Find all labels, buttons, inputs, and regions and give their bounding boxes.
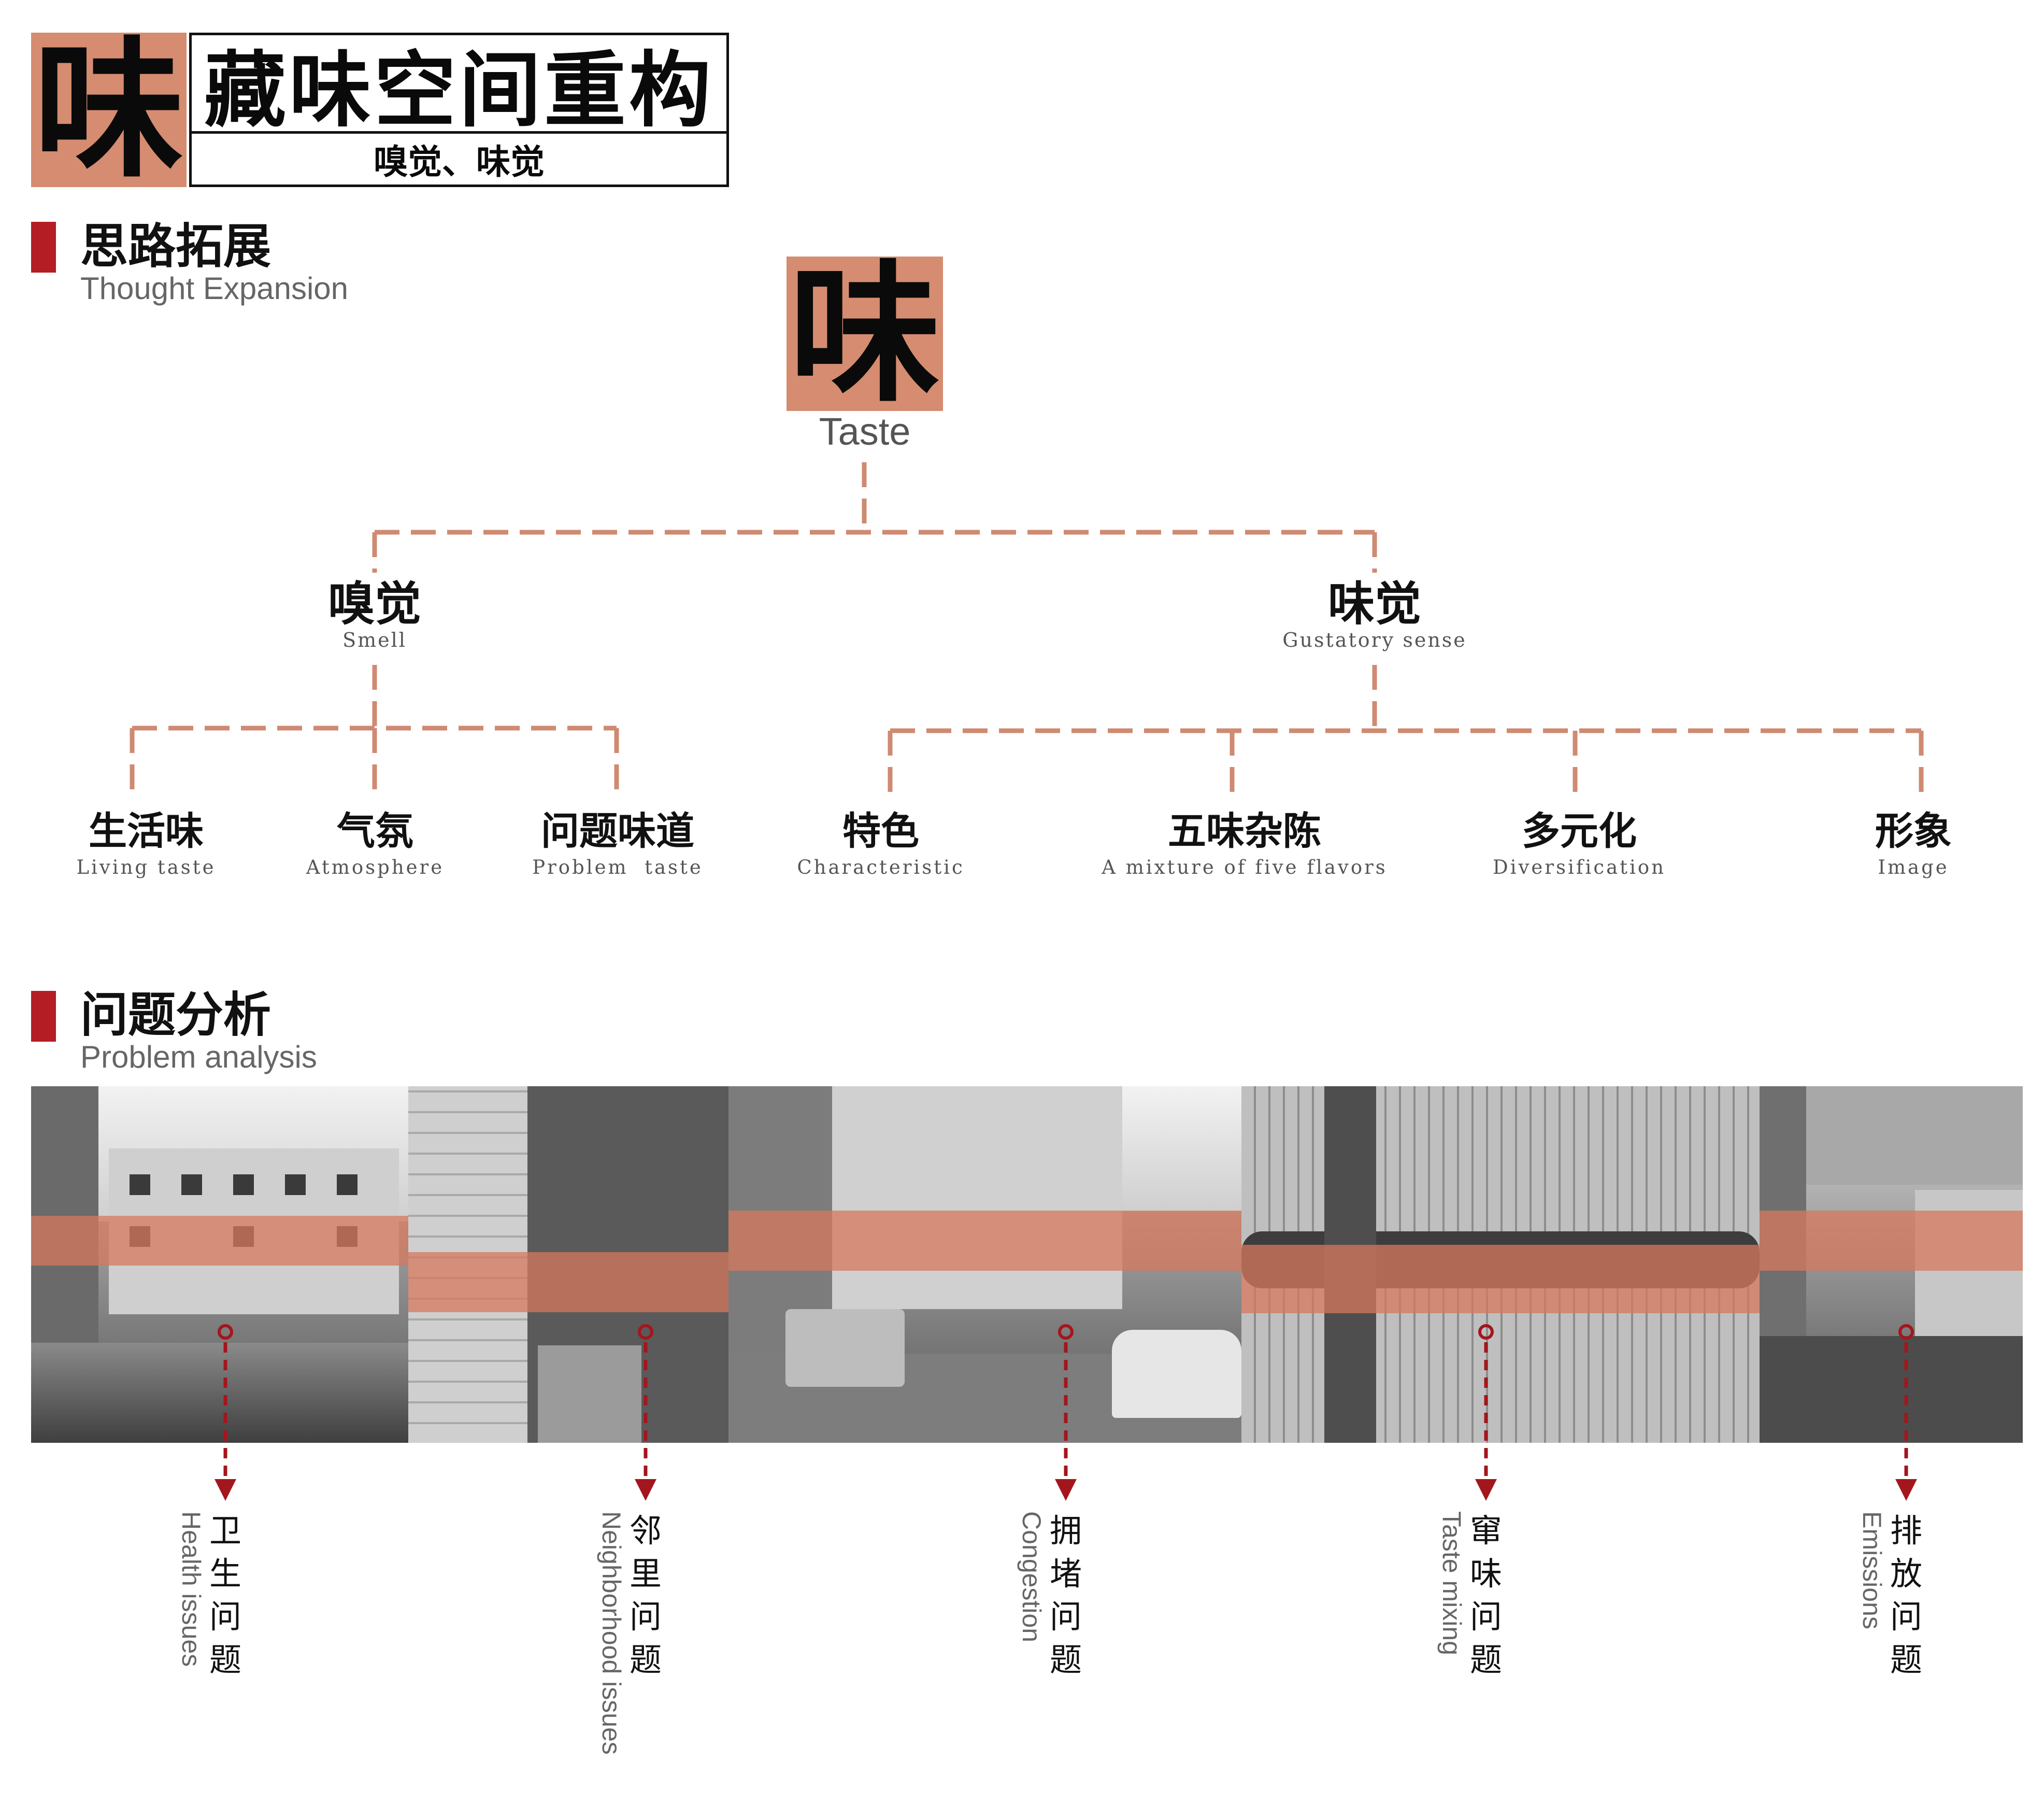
section-bar-problem xyxy=(31,991,56,1042)
band-4 xyxy=(1241,1245,1760,1313)
leaf-cn: 问题味道 xyxy=(541,809,694,854)
issue-char: 问 xyxy=(1049,1598,1082,1636)
issue-char: 窜 xyxy=(1469,1512,1502,1550)
leaf-cn: 形象 xyxy=(1875,809,1952,854)
leaf-en: Problem taste xyxy=(532,856,703,878)
photo-window xyxy=(130,1174,150,1195)
leaf-cn: 特色 xyxy=(842,809,919,854)
marker-congestion xyxy=(1058,1324,1074,1340)
leaf-en: Living taste xyxy=(76,856,216,878)
leaf-diversification: 多元化 Diversification xyxy=(1493,809,1666,879)
branch-smell: 嗅觉 Smell xyxy=(328,579,421,652)
leaf-characteristic: 特色 Characteristic xyxy=(797,809,965,879)
photo-car xyxy=(1112,1330,1241,1418)
issue-char: 卫 xyxy=(209,1512,241,1550)
leaf-atmosphere: 气氛 Atmosphere xyxy=(306,809,445,879)
issue-char: 题 xyxy=(629,1641,662,1679)
marker-health xyxy=(218,1324,233,1340)
header-subtitle: 嗅觉、味觉 xyxy=(374,141,545,182)
issue-char: 堵 xyxy=(1049,1555,1082,1593)
issue-char: 题 xyxy=(209,1641,241,1679)
band-5 xyxy=(1760,1211,2023,1271)
issue-char: 生 xyxy=(209,1555,241,1593)
marker-taste-mixing xyxy=(1478,1324,1494,1340)
branch-taste-en: Gustatory sense xyxy=(1282,628,1467,651)
header-big-char: 味 xyxy=(31,33,187,187)
issue-taste-mixing-cn: 窜 味 问 题 xyxy=(1465,1509,1507,1681)
issue-char: 问 xyxy=(209,1598,241,1636)
marker-neighborhood xyxy=(638,1324,653,1340)
issue-char: 拥 xyxy=(1049,1512,1082,1550)
header-title: 藏味空间重构 xyxy=(192,35,726,138)
leaf-en: Atmosphere xyxy=(306,856,445,878)
photo-window xyxy=(233,1174,254,1195)
issue-health-cn: 卫 生 问 题 xyxy=(205,1509,246,1681)
issue-char: 里 xyxy=(629,1555,662,1593)
branch-taste: 味觉 Gustatory sense xyxy=(1282,579,1467,652)
section-subtitle-thought: Thought Expansion xyxy=(80,271,349,306)
section-bar-thought xyxy=(31,222,56,273)
tree-root-char: 味 xyxy=(787,257,943,411)
issue-char: 问 xyxy=(629,1598,662,1636)
leaf-cn: 生活味 xyxy=(88,809,204,854)
issue-neighborhood-en: Neighborhood issues xyxy=(597,1511,626,1755)
photo-door xyxy=(538,1345,641,1443)
issue-congestion-cn: 拥 堵 问 题 xyxy=(1045,1509,1087,1681)
leaf-en: A mixture of five flavors xyxy=(1102,856,1388,878)
header-title-box: 藏味空间重构 嗅觉、味觉 xyxy=(189,33,729,187)
photo-window xyxy=(285,1174,306,1195)
leaf-cn: 多元化 xyxy=(1522,809,1637,854)
photo-window xyxy=(181,1174,202,1195)
photo-awning xyxy=(1806,1086,2023,1185)
issue-char: 味 xyxy=(1469,1555,1502,1593)
leaf-en: Diversification xyxy=(1493,856,1666,878)
branch-smell-cn: 嗅觉 xyxy=(328,576,421,631)
issue-emissions-en: Emissions xyxy=(1857,1511,1886,1629)
branch-smell-en: Smell xyxy=(342,628,407,651)
issue-char: 排 xyxy=(1890,1512,1922,1550)
issue-congestion-en: Congestion xyxy=(1017,1511,1046,1642)
photo-center-building xyxy=(832,1086,1122,1309)
issue-char: 问 xyxy=(1890,1598,1922,1636)
issue-char: 问 xyxy=(1469,1598,1502,1636)
leaf-five-flavors: 五味杂陈 A mixture of five flavors xyxy=(1102,809,1388,879)
leaf-image: 形象 Image xyxy=(1875,809,1952,879)
issue-taste-mixing-en: Taste mixing xyxy=(1437,1511,1466,1655)
photo-rubble xyxy=(31,1343,408,1443)
issue-char: 放 xyxy=(1890,1555,1922,1593)
leaf-living-taste: 生活味 Living taste xyxy=(76,809,216,879)
leaf-en: Characteristic xyxy=(797,856,965,878)
band-3 xyxy=(728,1211,1241,1271)
section-title-problem: 问题分析 xyxy=(80,987,271,1043)
issue-char: 题 xyxy=(1049,1641,1082,1679)
marker-emissions xyxy=(1898,1324,1914,1340)
section-subtitle-problem: Problem analysis xyxy=(80,1040,317,1074)
issue-neighborhood-cn: 邻 里 问 题 xyxy=(625,1509,666,1681)
issue-char: 邻 xyxy=(629,1512,662,1550)
tree-root-label: Taste xyxy=(819,410,911,453)
photo-window xyxy=(337,1174,358,1195)
issue-health-en: Health issues xyxy=(177,1511,206,1667)
band-1 xyxy=(31,1216,408,1266)
section-title-thought: 思路拓展 xyxy=(80,219,271,274)
issue-emissions-cn: 排 放 问 题 xyxy=(1885,1509,1927,1681)
branch-taste-cn: 味觉 xyxy=(1327,576,1421,631)
leaf-problem-taste: 问题味道 Problem taste xyxy=(532,809,703,879)
photo-truck xyxy=(785,1309,905,1387)
issue-char: 题 xyxy=(1890,1641,1922,1679)
issue-char: 题 xyxy=(1469,1641,1502,1679)
photo-ground xyxy=(1760,1336,2023,1443)
leaf-cn: 五味杂陈 xyxy=(1167,809,1321,854)
leaf-cn: 气氛 xyxy=(336,809,413,854)
leaf-en: Image xyxy=(1878,856,1949,878)
band-2 xyxy=(408,1252,728,1312)
